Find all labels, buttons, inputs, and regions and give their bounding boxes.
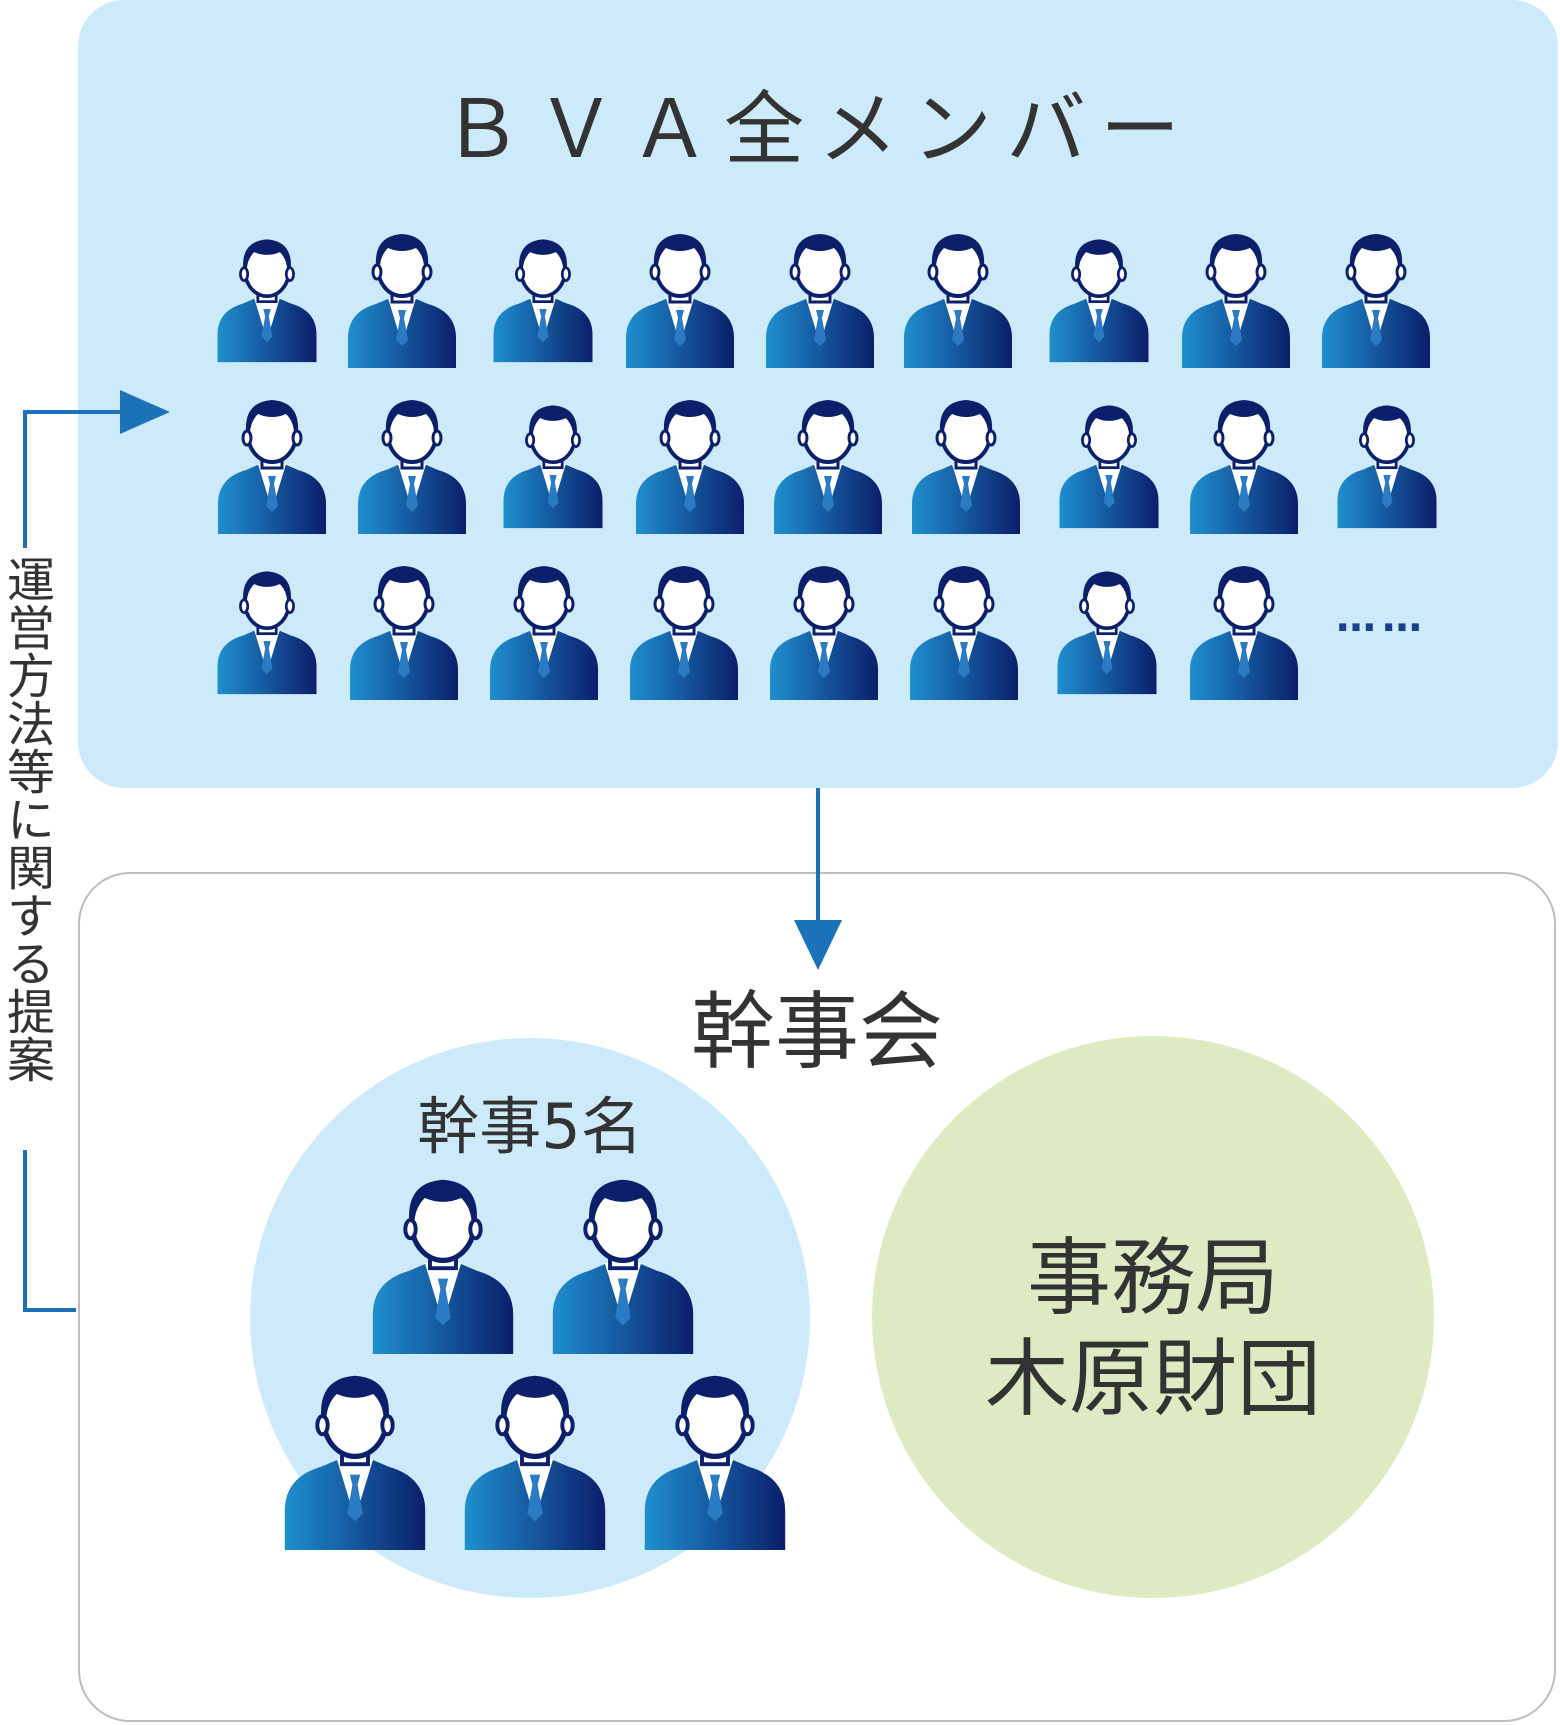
member-icon [634,398,746,534]
member-icon [624,232,736,368]
member-icon [902,232,1014,368]
feedback-line-upper [23,410,130,548]
member-icon [908,564,1020,700]
officer-icon [373,1180,513,1354]
member-icon [356,398,468,534]
feedback-line-lower [23,1150,76,1312]
secretariat-label: 事務局 木原財団 [872,1228,1434,1430]
member-icon [1188,564,1300,700]
member-icon [1047,237,1151,365]
member-icon [910,398,1022,534]
officer-icon [465,1376,605,1550]
member-icon [346,232,458,368]
member-icon [1180,232,1292,368]
down-arrowhead [794,920,842,970]
member-icon [501,403,605,531]
officer-icon [285,1376,425,1550]
officer-icon [553,1180,693,1354]
member-icon [215,569,319,697]
member-icon [1335,403,1439,531]
officers-title: 幹事5名 [417,1090,643,1163]
feedback-arrowhead [120,390,170,434]
member-icon [348,564,460,700]
member-icon [216,398,328,534]
council-title: 幹事会 [690,983,943,1081]
all-members-title: ＢＶＡ全メンバー [442,83,1194,176]
member-icon [768,564,880,700]
members-grid [215,232,1439,700]
member-icon [1188,398,1300,534]
member-icon [1055,569,1159,697]
member-icon [1320,232,1432,368]
member-icon [764,232,876,368]
secretariat-line-1: 事務局 [1026,1229,1279,1327]
proposal-label: 運営方法等に関する提案 [0,555,54,1083]
secretariat-line-2: 木原財団 [984,1329,1321,1428]
member-icon [772,398,884,534]
secretariat-circle [872,1036,1434,1598]
member-icon [628,564,740,700]
member-icon [488,564,600,700]
member-icon [1057,403,1161,531]
member-icon [215,237,319,365]
more-members-ellipsis: …… [1336,595,1428,641]
member-icon [491,237,595,365]
officers-group [285,1180,785,1550]
officer-icon [645,1376,785,1550]
